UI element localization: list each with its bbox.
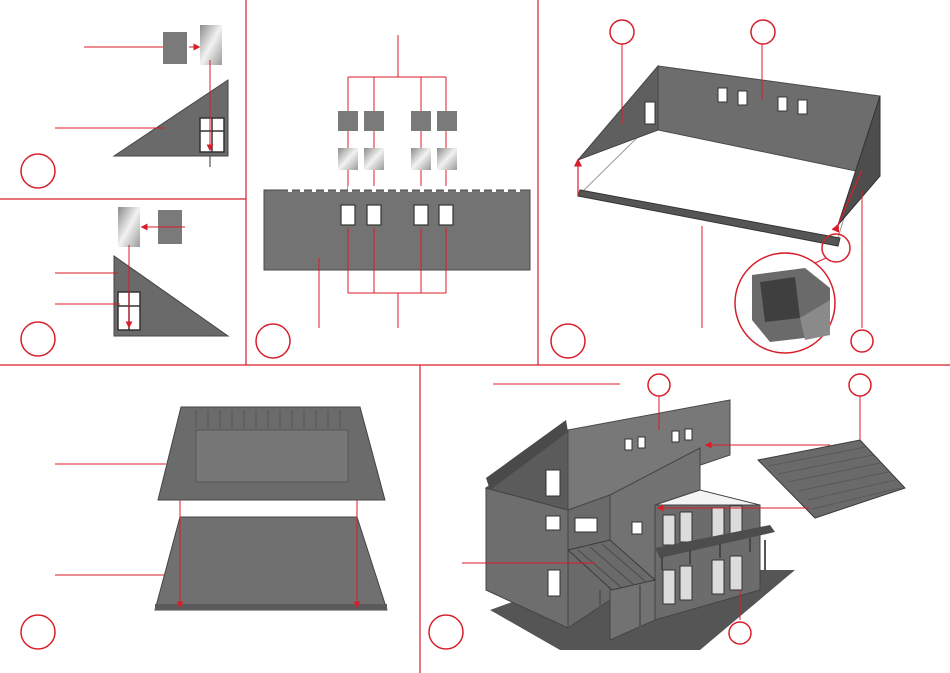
long-wall-part	[264, 186, 530, 270]
callout-circle-b	[751, 20, 775, 44]
loose-roof-part	[758, 440, 905, 518]
step-2-number-circle	[21, 322, 55, 356]
window-glass-part	[200, 25, 222, 65]
window-frame-parts	[338, 111, 457, 131]
roof-top-part	[155, 517, 387, 610]
step-3-number-circle	[256, 324, 290, 358]
step-5-number-circle	[21, 615, 55, 649]
window-glass-parts	[338, 148, 457, 170]
step-1-panel	[21, 25, 228, 188]
window-frame-part	[163, 32, 187, 64]
callout-circle-e	[849, 374, 871, 396]
step-6-panel	[429, 374, 905, 650]
step-1-number-circle	[21, 154, 55, 188]
callout-circle-a	[610, 20, 634, 44]
step-2-panel	[21, 207, 228, 356]
step-6-number-circle	[429, 615, 463, 649]
corner-joint-detail	[752, 268, 830, 342]
callout-circle-d	[648, 374, 670, 396]
step-5-panel	[21, 407, 387, 649]
callout-circle-c	[851, 330, 873, 352]
step-4-number-circle	[551, 324, 585, 358]
step-4-panel	[551, 20, 880, 358]
window-glass-part	[118, 207, 140, 247]
callout-circle-f	[729, 622, 751, 644]
step-3-panel	[256, 35, 530, 358]
